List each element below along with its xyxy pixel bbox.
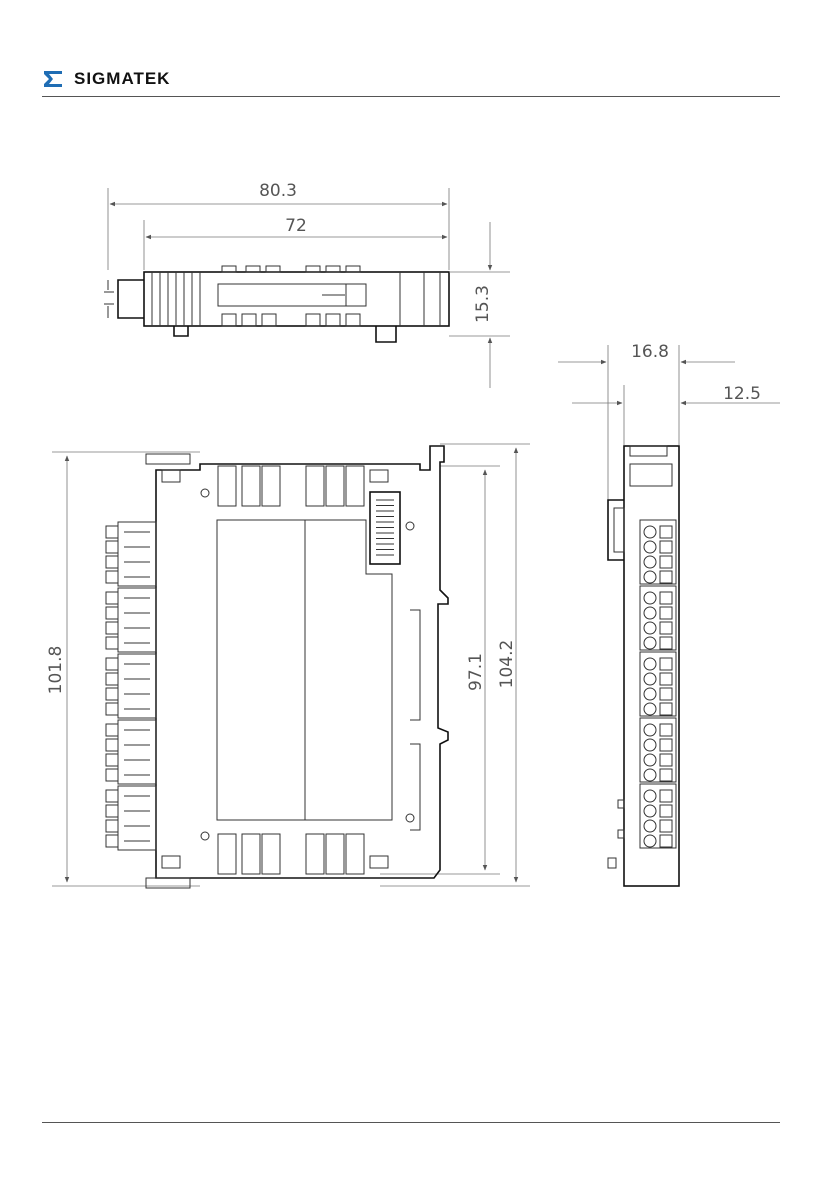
- top-view: [104, 188, 510, 388]
- front-housing: [156, 446, 448, 878]
- dim-label-top-height: 15.3: [473, 285, 493, 323]
- side-terminals: [640, 520, 676, 848]
- dim-label-top-overall-width: 80.3: [259, 181, 297, 201]
- dim-label-front-total-height: 104.2: [497, 640, 517, 689]
- front-view: [52, 444, 530, 888]
- side-view: [558, 345, 780, 886]
- dim-label-side-total-width: 16.8: [631, 342, 669, 362]
- footer-divider: [42, 1122, 780, 1123]
- dim-label-front-inner-height: 97.1: [466, 653, 486, 691]
- top-body: [144, 272, 449, 326]
- dim-label-front-height: 101.8: [46, 646, 66, 695]
- front-terminals: [106, 522, 156, 850]
- dim-label-top-body-width: 72: [285, 216, 307, 236]
- dim-label-side-body-width: 12.5: [723, 384, 761, 404]
